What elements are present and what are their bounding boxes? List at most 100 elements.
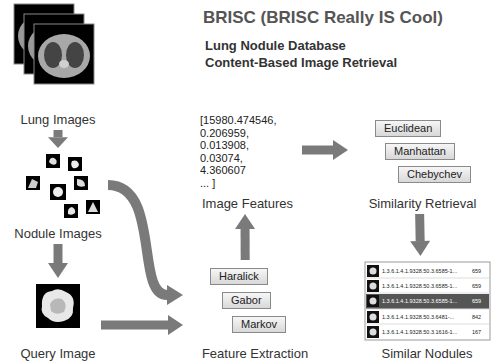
nodule — [68, 207, 75, 215]
nodule — [88, 202, 98, 212]
result-nodule — [370, 268, 377, 275]
row-line — [366, 324, 489, 325]
thumb-frame — [26, 176, 40, 190]
nodule-thumb — [64, 204, 78, 218]
result-thumbs — [367, 265, 379, 338]
result-score: 842 — [472, 314, 481, 321]
result-thumb — [367, 311, 379, 323]
result-score: 167 — [472, 329, 481, 336]
thumb-frame — [50, 184, 66, 200]
arrow-shaft — [302, 145, 333, 154]
nodule — [28, 179, 38, 188]
arrow-shaft — [101, 321, 168, 330]
result-score: 659 — [472, 283, 481, 290]
stage-group: Feature Extraction HaralickGaborMarkov — [185, 262, 325, 362]
thumb-frame — [74, 176, 88, 190]
arrow-shaft — [54, 130, 63, 137]
lung-slices — [14, 4, 94, 84]
feature-box: Gabor — [222, 292, 271, 309]
nodule — [49, 158, 57, 165]
feature-value: 0.013908, — [200, 139, 300, 152]
body — [38, 34, 90, 78]
feature-box: Markov — [232, 316, 286, 333]
title: BRISC (BRISC Really IS Cool) — [203, 8, 443, 28]
row-line — [366, 309, 489, 310]
nodule-thumb — [46, 154, 60, 168]
thumb-frame — [86, 200, 100, 214]
box-label: Markov — [241, 318, 277, 331]
slice-frame — [24, 14, 84, 74]
result-table — [365, 262, 490, 340]
result-score: 659 — [472, 298, 481, 305]
nodule — [77, 179, 85, 187]
feature-box: Chebychev — [398, 166, 471, 183]
thumb-frame — [46, 154, 60, 168]
result-nodule — [370, 298, 377, 305]
lung-slice — [34, 24, 94, 84]
stage-group: Query Image — [17, 280, 99, 362]
table-frame — [365, 262, 490, 340]
selected-row — [366, 294, 489, 309]
nodule-thumb — [26, 176, 40, 190]
result-id: 1.3.6.1.4.1.9328.50.3.1616-1... — [382, 329, 457, 336]
stage-caption: Lung Images — [10, 112, 106, 127]
result-thumb — [367, 326, 379, 338]
result-thumb — [367, 265, 379, 277]
result-id: 1.3.6.1.4.1.9328.50.3.6585-1... — [382, 298, 457, 305]
arrow-shaft — [54, 244, 63, 263]
arrow-head — [410, 241, 430, 256]
result-id: 1.3.6.1.4.1.9328.50.3.6481-... — [382, 314, 454, 321]
result-score: 659 — [472, 268, 481, 275]
flow-arrow — [410, 214, 430, 256]
result-nodule — [370, 314, 377, 321]
flow-arrow — [48, 130, 68, 148]
arrow-shaft — [241, 229, 250, 260]
feature-value: 4.360607 — [200, 164, 300, 177]
result-id: 1.3.6.1.4.1.9328.50.3.6585-1... — [382, 268, 457, 275]
arrow-head — [167, 285, 183, 305]
flow-arrow — [101, 315, 183, 335]
feature-value: 0.206959, — [200, 127, 300, 140]
arrow-head — [48, 263, 68, 278]
arrow-head — [168, 315, 183, 335]
stage-caption: Similar Nodules — [362, 346, 492, 361]
stage-caption: Feature Extraction — [185, 346, 325, 361]
row-line — [366, 293, 489, 294]
feature-value: [15980.474546, — [200, 114, 300, 127]
thumb-frame — [68, 157, 82, 171]
box-label: Euclidean — [384, 122, 432, 135]
subtitle: Lung Nodule Database — [205, 39, 346, 53]
result-nodule — [370, 329, 377, 336]
arrow-head — [235, 214, 255, 229]
stage-group: Similar Nodules — [362, 258, 492, 362]
box-label: Gabor — [231, 294, 262, 307]
nodule-thumb — [68, 157, 82, 171]
result-thumb — [367, 295, 379, 307]
box-label: Chebychev — [407, 168, 462, 181]
nodule — [71, 161, 79, 169]
stage-caption: Query Image — [17, 346, 99, 361]
stage-group: [15980.474546,0.206959,0.013908,0.03074,… — [195, 112, 300, 212]
row-line — [366, 278, 489, 279]
nodule — [53, 187, 63, 197]
query-frame — [36, 284, 80, 328]
arrow-shaft — [108, 185, 167, 295]
nodule-thumbnails — [26, 154, 100, 218]
flow-arrow — [302, 140, 348, 160]
stage-caption: Similarity Retrieval — [350, 196, 495, 211]
query-nodule — [42, 289, 74, 322]
box-label: Haralick — [219, 270, 259, 283]
nodule-thumb — [74, 176, 88, 190]
stage-group: Lung Images — [10, 2, 106, 128]
arrow-shaft — [415, 214, 425, 241]
box-label: Manhattan — [394, 145, 446, 158]
lung-slice — [24, 14, 84, 74]
subtitle: Content-Based Image Retrieval — [205, 56, 397, 70]
stage-group: Similarity Retrieval EuclideanManhattanCh… — [350, 115, 495, 212]
arrow-head — [48, 137, 68, 148]
heart — [59, 60, 69, 68]
result-nodule — [370, 283, 377, 290]
stage-group: Nodule Images — [10, 150, 106, 242]
thumb-frame — [64, 204, 78, 218]
